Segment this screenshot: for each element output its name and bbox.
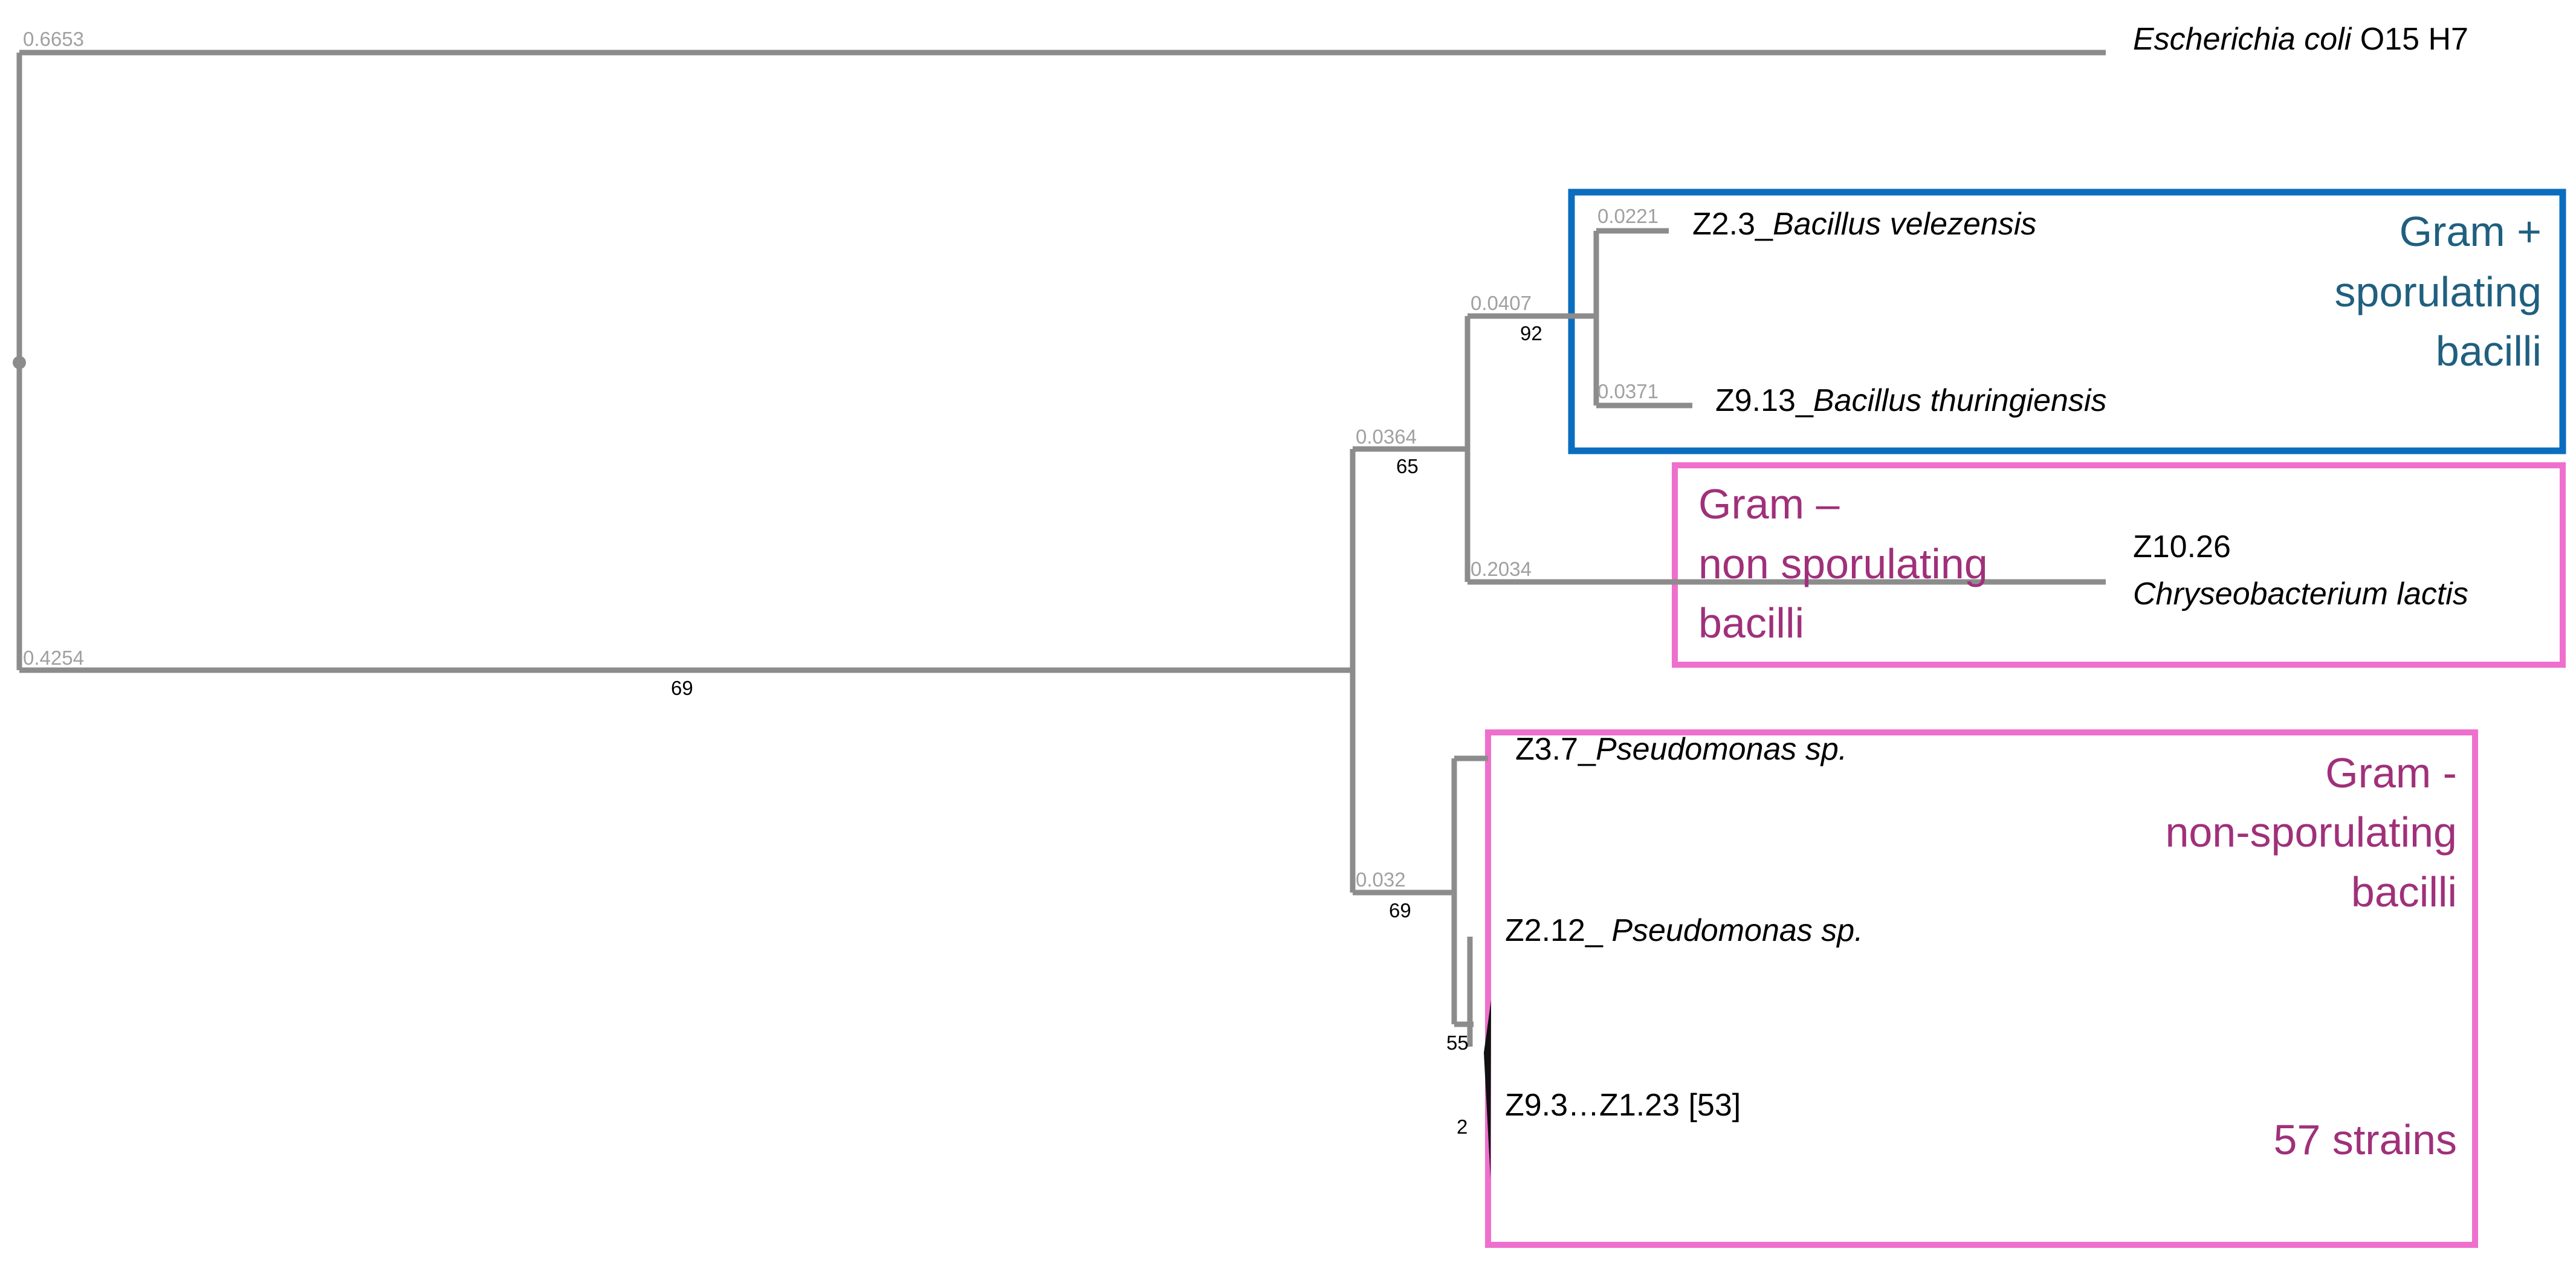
bootstrap-pseudomonas: 69 bbox=[1389, 899, 1411, 922]
tip-z2-3-bacillus-velezensis: Z2.3_Bacillus velezensis bbox=[1692, 207, 2036, 242]
branch-length-firmicutes: 0.0364 bbox=[1356, 425, 1417, 448]
branch-length-ecoli: 0.6653 bbox=[23, 28, 84, 50]
tip-z10-26-chryseobacterium-lactis: Chryseobacterium lactis bbox=[2133, 576, 2468, 612]
collapsed-clade-triangle bbox=[1484, 1000, 1491, 1178]
group-gram-positive-line3: bacilli bbox=[2436, 328, 2542, 375]
group-gram-negative-1-line1: Gram – bbox=[1698, 480, 1839, 528]
group-gram-negative-2-line2: non-sporulating bbox=[2165, 809, 2457, 856]
tip-z10-26-id: Z10.26 bbox=[2133, 529, 2231, 564]
strains-count: 57 strains bbox=[2274, 1116, 2457, 1163]
bootstrap-pseudomonas-inner: 55 bbox=[1446, 1032, 1469, 1054]
group-gram-negative-2-line3: bacilli bbox=[2351, 868, 2457, 916]
gram-positive-box bbox=[1568, 189, 2566, 454]
bootstrap-collapsed: 2 bbox=[1457, 1116, 1468, 1138]
tip-collapsed-clade: Z9.3…Z1.23 [53] bbox=[1505, 1088, 1741, 1123]
branch-length-bacillus-pair: 0.0407 bbox=[1471, 292, 1532, 314]
gram-negative-box-chryseobacterium bbox=[1672, 462, 2566, 668]
tip-z3-7-pseudomonas: Z3.7_Pseudomonas sp. bbox=[1515, 732, 1847, 767]
tip-z9-13-bacillus-thuringiensis: Z9.13_Bacillus thuringiensis bbox=[1715, 383, 2106, 418]
branch-length-chryseobacterium: 0.2034 bbox=[1471, 558, 1532, 580]
bootstrap-ingroup: 69 bbox=[671, 677, 693, 699]
tip-z2-12-pseudomonas: Z2.12_ Pseudomonas sp. bbox=[1505, 913, 1863, 948]
group-gram-negative-2-line1: Gram - bbox=[2325, 749, 2457, 796]
group-gram-negative-1-line2: non sporulating bbox=[1698, 540, 1988, 587]
group-gram-negative-1-line3: bacilli bbox=[1698, 599, 1804, 647]
group-gram-positive-line2: sporulating bbox=[2335, 268, 2542, 315]
branch-length-pseudomonas: 0.032 bbox=[1356, 868, 1406, 891]
root-node bbox=[13, 356, 26, 369]
tip-escherichia-coli: Escherichia coli O15 H7 bbox=[2133, 22, 2468, 57]
bootstrap-bacillus-pair: 92 bbox=[1520, 322, 1542, 344]
branch-length-ingroup: 0.4254 bbox=[23, 647, 84, 669]
gram-negative-box-pseudomonas bbox=[1485, 729, 2478, 1248]
branch-length-b-thuringiensis: 0.0371 bbox=[1597, 380, 1659, 402]
group-gram-positive-line1: Gram + bbox=[2400, 208, 2542, 255]
branch-length-b-velezensis: 0.0221 bbox=[1597, 205, 1659, 227]
bootstrap-firmicutes: 65 bbox=[1396, 455, 1419, 477]
